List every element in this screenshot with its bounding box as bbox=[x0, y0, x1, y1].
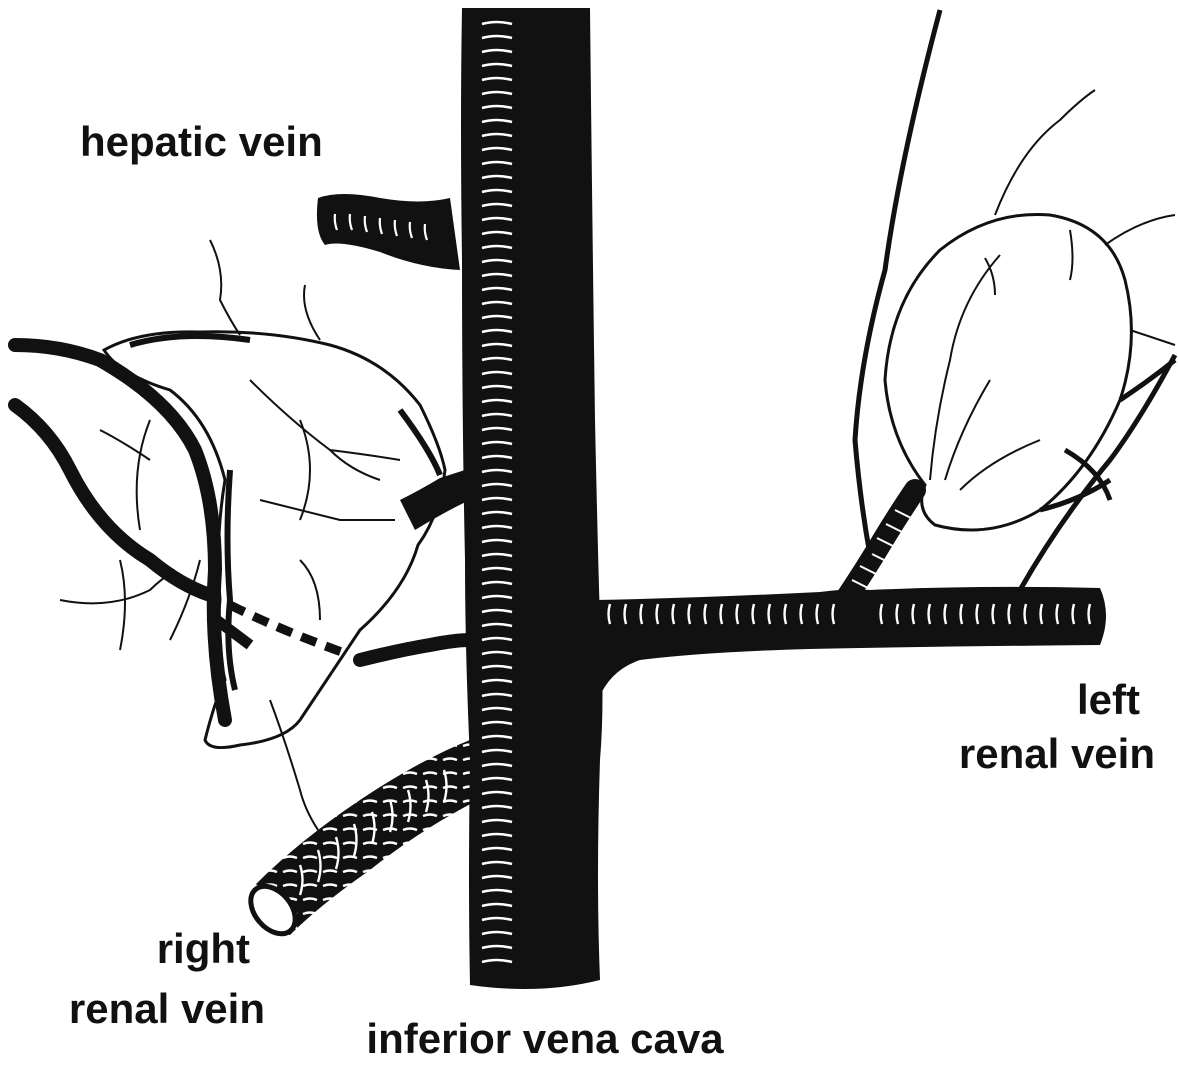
label-right-renal-vein-2: renal vein bbox=[20, 985, 265, 1033]
label-left-renal-vein-1: left bbox=[1040, 676, 1140, 724]
hepatic-vein-branch bbox=[317, 194, 460, 270]
right-renal-vein-vessel bbox=[242, 740, 478, 942]
hepatic-vein-vessel bbox=[317, 194, 470, 530]
right-organ-rim bbox=[130, 336, 440, 690]
label-hepatic-vein: hepatic vein bbox=[80, 118, 323, 166]
label-right-renal-vein-1: right bbox=[100, 925, 250, 973]
label-left-renal-vein-2: renal vein bbox=[900, 730, 1155, 778]
ivc-body bbox=[461, 8, 603, 989]
left-organ bbox=[845, 10, 1175, 600]
right-adrenal-vein-to-ivc bbox=[360, 640, 470, 660]
ivc-vessel bbox=[461, 8, 603, 989]
right-organ bbox=[15, 240, 470, 830]
left-organ-inner bbox=[930, 230, 1073, 490]
left-organ-thin-vessels bbox=[995, 90, 1175, 345]
left-adrenal-vein bbox=[845, 490, 915, 600]
label-inferior-vena-cava: inferior vena cava bbox=[320, 1015, 770, 1063]
renal-stub-vessel bbox=[400, 470, 470, 530]
